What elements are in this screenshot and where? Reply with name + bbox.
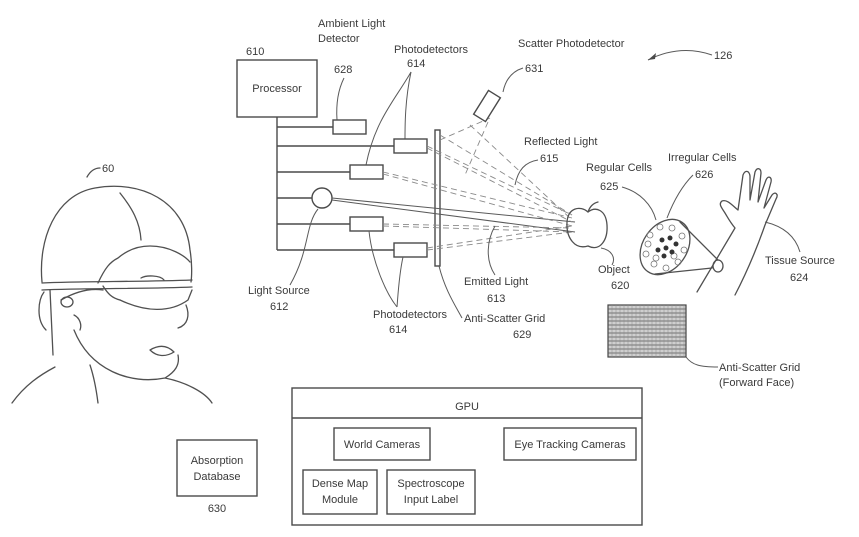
irregular-cell <box>667 235 673 241</box>
anti-scatter-grid-forward-face: Anti-Scatter Grid (Forward Face) <box>607 304 800 389</box>
processor-ref: 610 <box>246 46 264 58</box>
tissue-source-label: Tissue Source <box>765 255 835 267</box>
irregular-cell <box>655 247 661 253</box>
eye-tracking-cameras-box <box>503 427 637 461</box>
absorption-database: Absorption Database 630 <box>176 439 258 515</box>
light-source-label: Light Source <box>248 285 310 297</box>
figure-ref-126: 126 <box>647 50 732 62</box>
cell-sample: Regular Cells 625 Irregular Cells 626 <box>586 152 737 276</box>
anti-scatter-grid-label: Anti-Scatter Grid <box>464 313 545 325</box>
object: Object 620 <box>566 201 630 292</box>
eye-tracking-cameras-label: Eye Tracking Cameras <box>514 439 626 451</box>
light-source-ref: 612 <box>270 301 288 313</box>
emitted-light-ref: 613 <box>487 293 505 305</box>
ambient-label-line1: Ambient Light <box>318 18 385 30</box>
photodetectors-top-label: Photodetectors <box>394 44 468 56</box>
object-ref: 620 <box>611 280 629 292</box>
photodetector-box-3 <box>349 216 384 232</box>
ambient-label-line2: Detector <box>318 33 360 45</box>
ambient-light-detector: Ambient Light Detector 628 <box>318 18 385 135</box>
irregular-cells-ref: 626 <box>695 169 713 181</box>
absorption-database-box <box>176 439 258 497</box>
photodetector-box-4 <box>393 242 428 258</box>
spectroscope-input-box <box>386 469 476 515</box>
anti-scatter-grid-side: Anti-Scatter Grid 629 <box>434 129 545 341</box>
irregular-cell <box>669 249 675 255</box>
irregular-cell <box>673 241 679 247</box>
processor-label: Processor <box>252 83 302 95</box>
reflected-light-ref: 615 <box>540 153 558 165</box>
photodetectors-bottom-ref: 614 <box>389 324 407 336</box>
grid-face-label-line1: Anti-Scatter Grid <box>719 362 800 374</box>
irregular-cell <box>661 253 667 259</box>
regular-cells-label: Regular Cells <box>586 162 653 174</box>
dense-map-line1: Dense Map <box>312 478 368 490</box>
photodetector-box-1 <box>393 138 428 154</box>
emitted-ray-1 <box>331 197 576 223</box>
bus-wiring <box>276 117 394 251</box>
photodetectors: Photodetectors 614 Photodetectors 614 <box>349 44 468 336</box>
world-cameras-label: World Cameras <box>344 439 421 451</box>
irregular-cell <box>663 245 669 251</box>
headset-wearer-illustration: 60 <box>11 163 213 404</box>
reflected-light-label: Reflected Light <box>524 136 597 148</box>
emitted-ray-2 <box>331 199 576 233</box>
scatter-photodetector-label: Scatter Photodetector <box>518 38 625 50</box>
light-source-circle <box>311 187 333 209</box>
light-source: Light Source 612 <box>248 187 333 313</box>
dense-map-module-box <box>302 469 378 515</box>
reflected-light: Reflected Light 615 <box>514 136 597 186</box>
grid-plate <box>434 129 441 267</box>
photodetector-box-2 <box>349 164 384 180</box>
ambient-detector-box <box>332 119 367 135</box>
object-label: Object <box>598 264 630 276</box>
gpu-title: GPU <box>455 401 479 413</box>
gpu-block: GPU World Cameras Eye Tracking Cameras D… <box>291 387 643 526</box>
tissue-source: Tissue Source 624 <box>696 168 835 296</box>
object-shape <box>566 207 608 249</box>
spectroscope-line1: Spectroscope <box>397 478 464 490</box>
arrowhead-icon <box>648 53 656 60</box>
grid-face-label-line2: (Forward Face) <box>719 377 794 389</box>
headset-ref: 60 <box>102 163 114 175</box>
emitted-light-label: Emitted Light <box>464 276 528 288</box>
photodetectors-bottom-label: Photodetectors <box>373 309 447 321</box>
anti-scatter-grid-ref: 629 <box>513 329 531 341</box>
dense-map-line2: Module <box>322 494 358 506</box>
absorption-line1: Absorption <box>191 455 244 467</box>
light-rays <box>331 117 576 251</box>
ambient-ref: 628 <box>334 64 352 76</box>
tissue-source-ref: 624 <box>790 272 808 284</box>
irregular-cell <box>659 237 665 243</box>
processor-block: 610 Processor <box>236 46 318 118</box>
emitted-light: Emitted Light 613 <box>464 225 528 305</box>
absorption-ref: 630 <box>208 503 226 515</box>
regular-cells-ref: 625 <box>600 181 618 193</box>
figure-ref-label: 126 <box>714 50 732 62</box>
scatter-photodetector-ref: 631 <box>525 63 543 75</box>
scatter-photodetector: Scatter Photodetector 631 <box>472 38 625 123</box>
grid-face-rect <box>607 304 687 358</box>
hand-outline <box>696 168 778 296</box>
scatter-photodetector-box <box>472 89 502 123</box>
world-cameras-box <box>333 427 431 461</box>
photodetectors-top-ref: 614 <box>407 58 425 70</box>
absorption-line2: Database <box>193 471 240 483</box>
spectroscope-line2: Input Label <box>404 494 458 506</box>
irregular-cells-label: Irregular Cells <box>668 152 737 164</box>
